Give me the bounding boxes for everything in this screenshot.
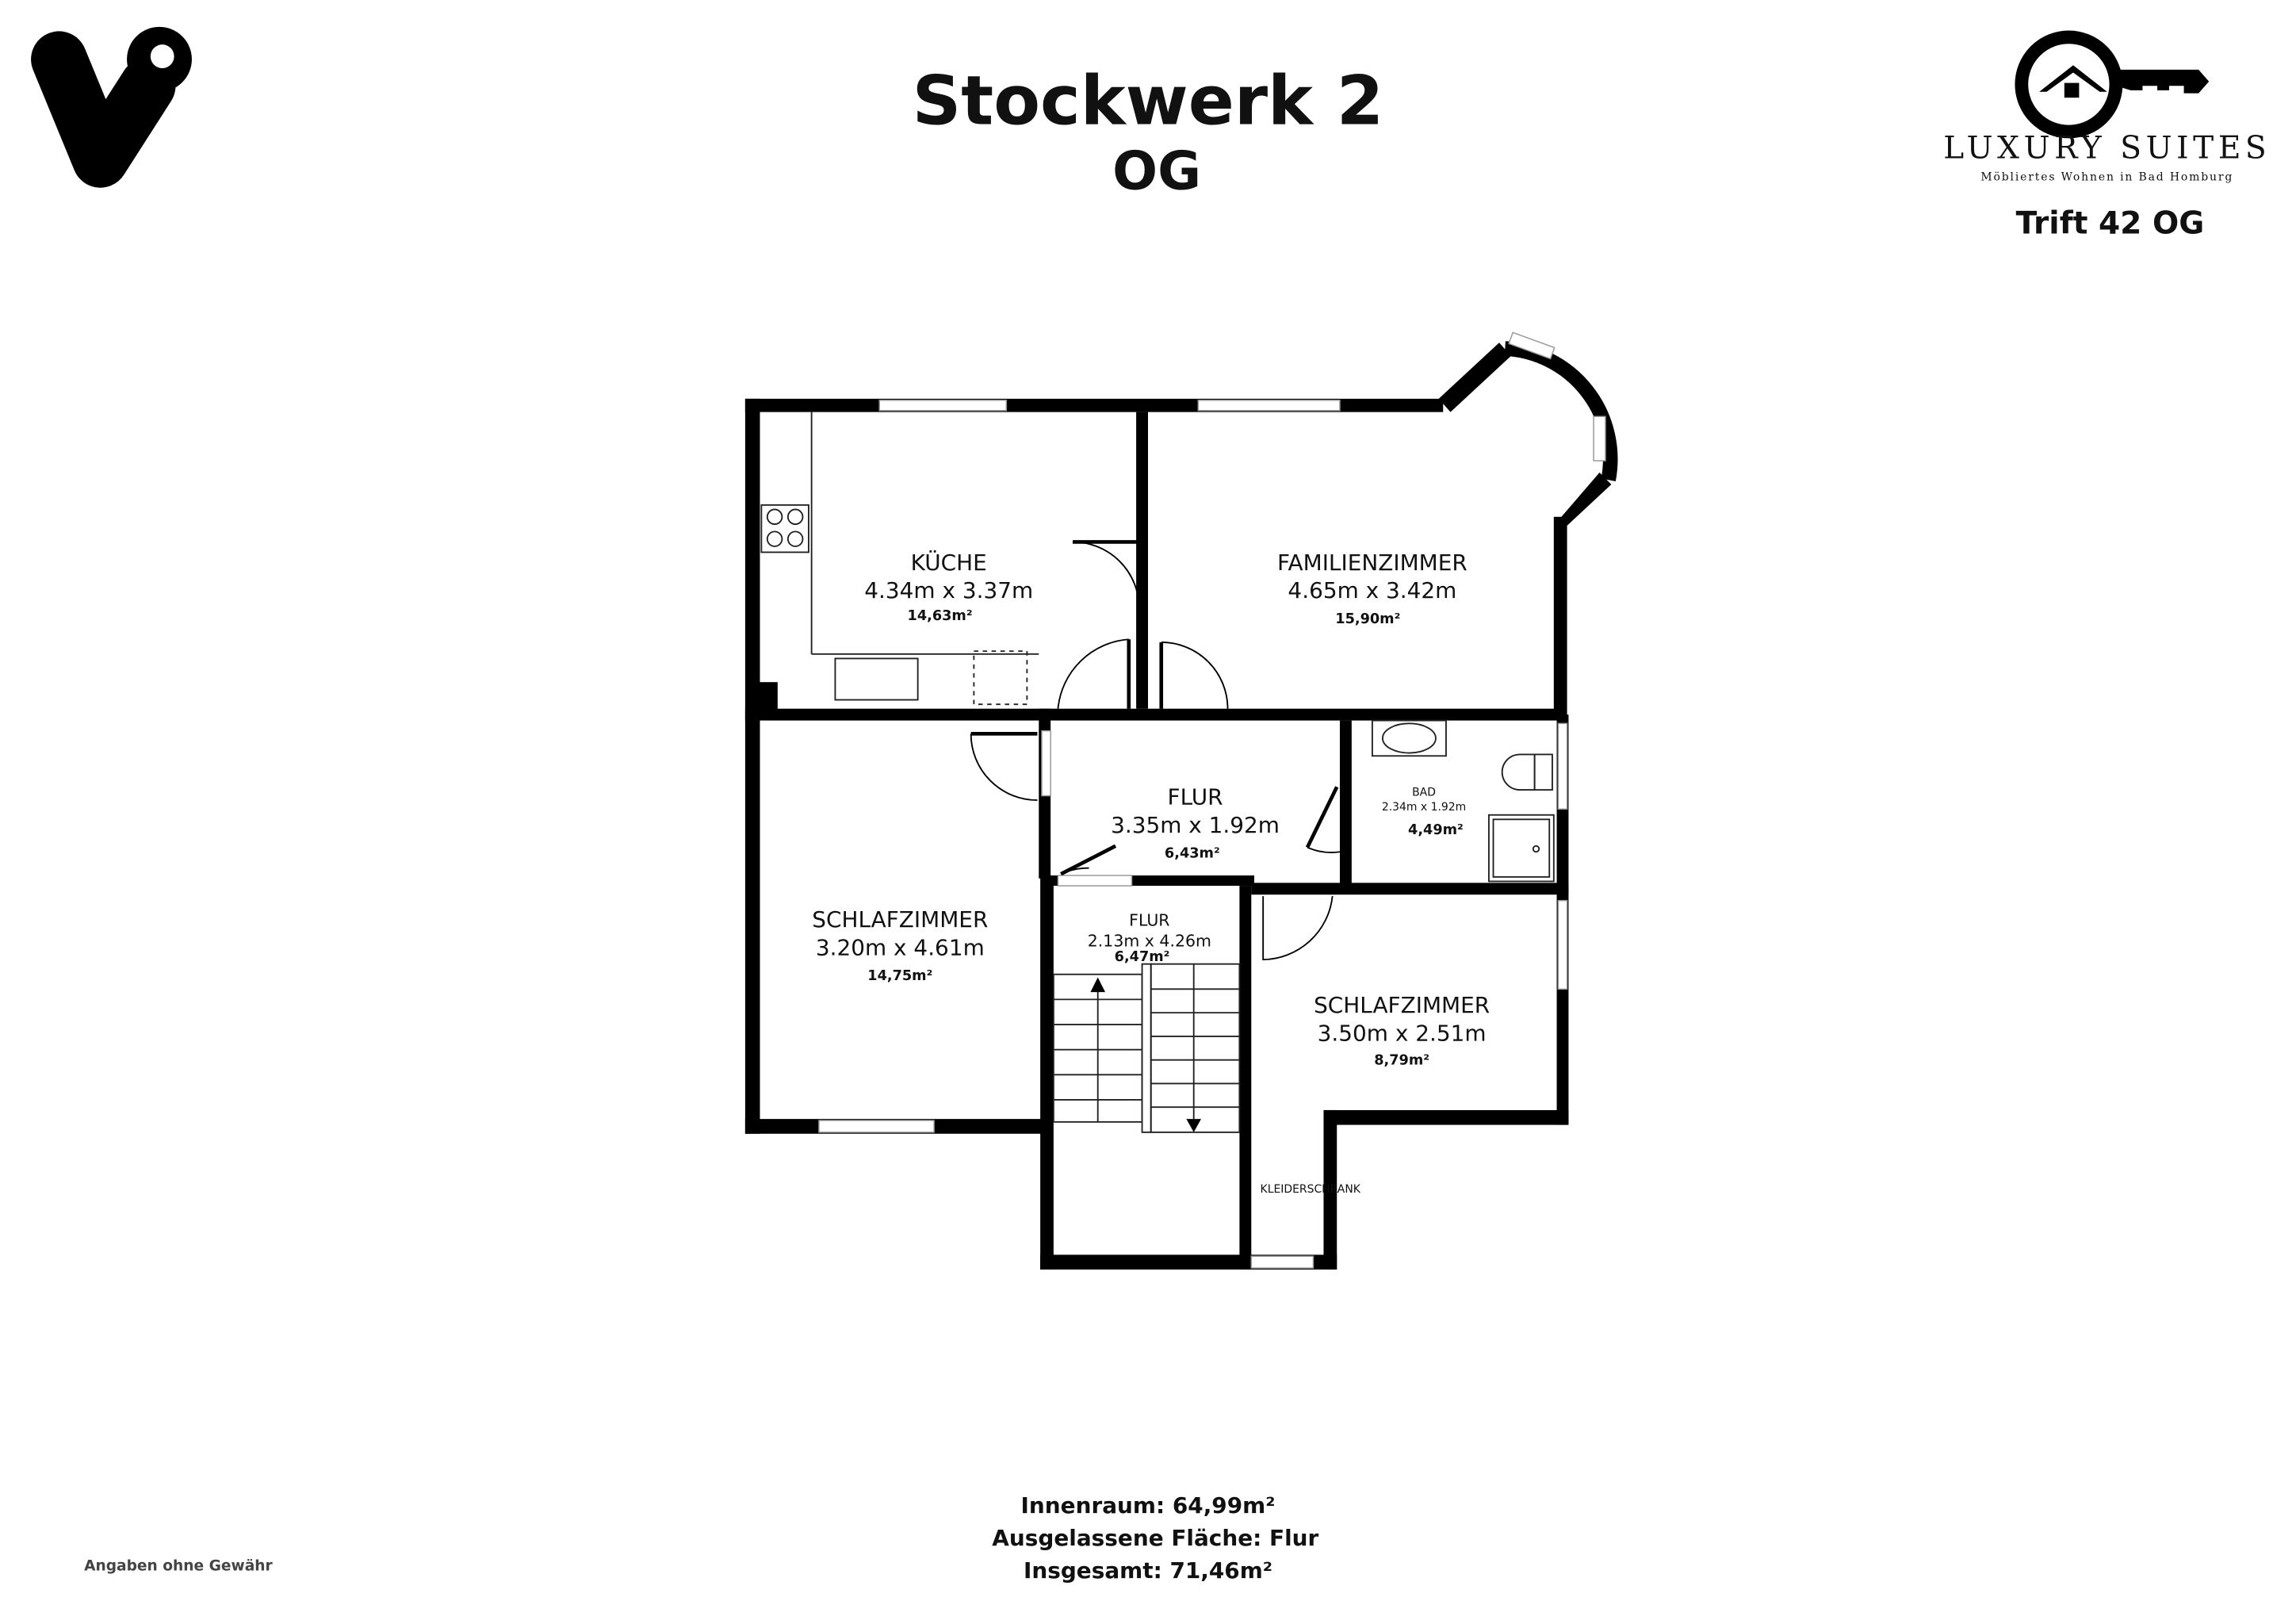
brand-tagline: Möbliertes Wohnen in Bad Homburg bbox=[1980, 170, 2233, 183]
room-schlafzimmer-right: SCHLAFZIMMER 3.50m x 2.51m 8,79m² bbox=[1314, 992, 1490, 1068]
brand-name: LUXURY SUITES bbox=[1943, 130, 2271, 166]
room-dimensions: 2.34m x 1.92m bbox=[1382, 801, 1466, 814]
luxury-suites-key-logo: LUXURY SUITES Möbliertes Wohnen in Bad H… bbox=[1943, 30, 2271, 183]
room-flur-upper: FLUR 3.35m x 1.92m 6,43m² bbox=[1111, 784, 1280, 862]
page-subtitle: OG bbox=[1112, 140, 1201, 202]
property-name: Trift 42 OG bbox=[2016, 205, 2205, 241]
disclaimer: Angaben ohne Gewähr bbox=[84, 1558, 273, 1575]
room-name: FLUR bbox=[1129, 910, 1169, 929]
room-name: BAD bbox=[1412, 787, 1436, 799]
room-area: 6,43m² bbox=[1165, 846, 1220, 862]
room-name: FAMILIENZIMMER bbox=[1277, 550, 1468, 576]
room-dimensions: 3.35m x 1.92m bbox=[1111, 812, 1280, 838]
room-name: KÜCHE bbox=[911, 549, 987, 576]
room-dimensions: 2.13m x 4.26m bbox=[1088, 931, 1211, 950]
summary-total: Insgesamt: 71,46m² bbox=[1024, 1557, 1272, 1584]
fixtures bbox=[760, 412, 1555, 883]
summary-interior: Innenraum: 64,99m² bbox=[1021, 1492, 1276, 1519]
room-dimensions: 4.34m x 3.37m bbox=[864, 577, 1033, 603]
room-schlafzimmer-left: SCHLAFZIMMER 3.20m x 4.61m 14,75m² bbox=[812, 906, 988, 984]
room-name: SCHLAFZIMMER bbox=[812, 906, 988, 933]
room-area: 14,63m² bbox=[908, 608, 973, 624]
room-area: 6,47m² bbox=[1115, 949, 1170, 965]
room-kueche: KÜCHE 4.34m x 3.37m 14,63m² bbox=[864, 549, 1033, 624]
room-name: SCHLAFZIMMER bbox=[1314, 992, 1490, 1018]
room-area: 4,49m² bbox=[1408, 822, 1464, 838]
room-bad: BAD 2.34m x 1.92m 4,49m² bbox=[1382, 787, 1466, 838]
staircase bbox=[1052, 963, 1241, 1133]
room-area: 14,75m² bbox=[867, 968, 932, 984]
room-name: FLUR bbox=[1168, 784, 1223, 810]
windows bbox=[818, 331, 1606, 1269]
brand-v-logo bbox=[31, 26, 192, 188]
room-area: 15,90m² bbox=[1335, 611, 1400, 627]
room-dimensions: 4.65m x 3.42m bbox=[1288, 577, 1456, 603]
room-area: 8,79m² bbox=[1374, 1052, 1429, 1068]
doors bbox=[970, 540, 1341, 961]
room-dimensions: 3.20m x 4.61m bbox=[816, 935, 985, 961]
room-dimensions: 3.50m x 2.51m bbox=[1318, 1020, 1487, 1046]
wardrobe-label: KLEIDERSCHRANK bbox=[1261, 1183, 1361, 1196]
room-flur-stairs: FLUR 2.13m x 4.26m 6,47m² bbox=[1088, 910, 1211, 965]
page-title: Stockwerk 2 bbox=[913, 63, 1384, 141]
summary-omitted: Ausgelassene Fläche: Flur bbox=[992, 1525, 1318, 1551]
room-familienzimmer: FAMILIENZIMMER 4.65m x 3.42m 15,90m² bbox=[1277, 550, 1468, 627]
